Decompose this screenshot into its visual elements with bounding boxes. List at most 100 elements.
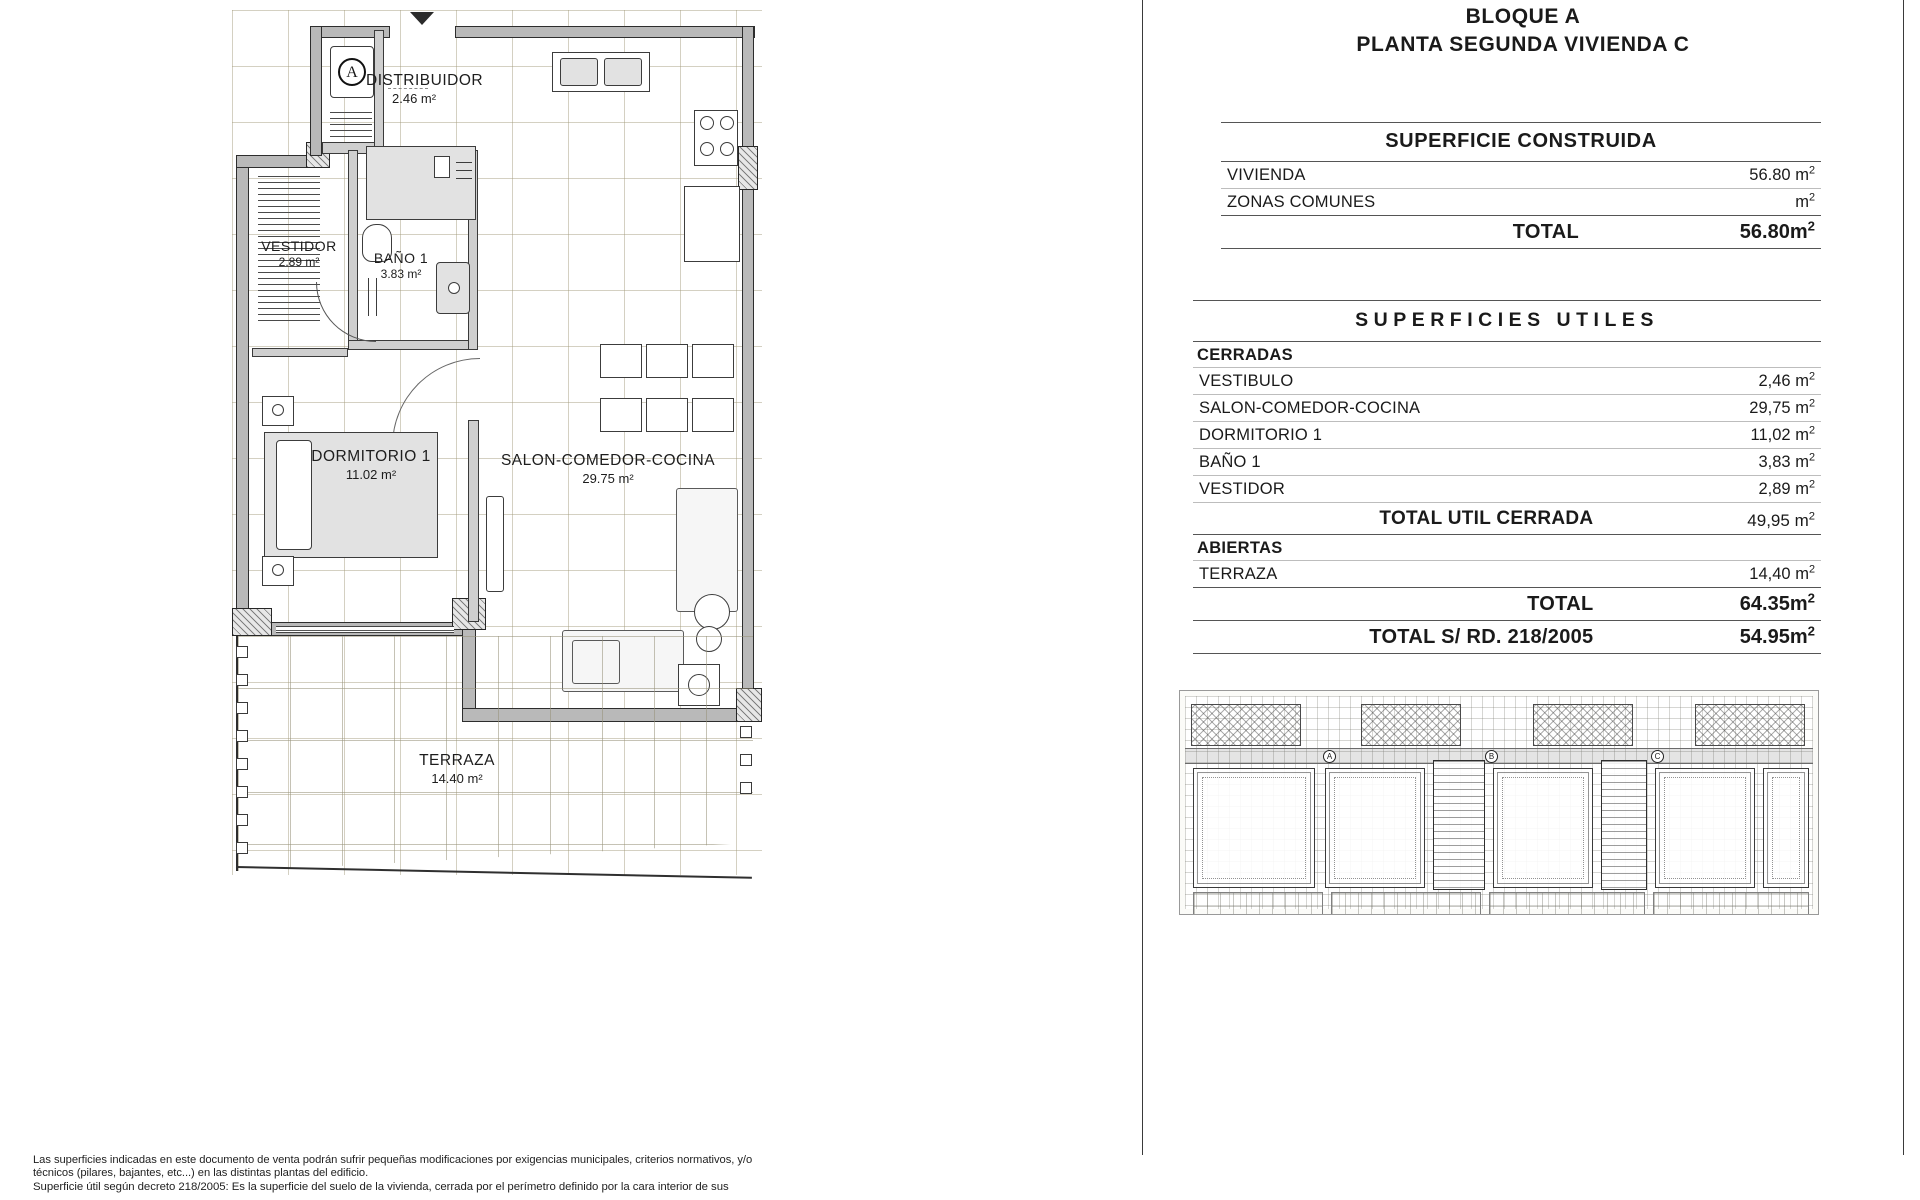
usable-total-label: TOTAL [1527, 593, 1594, 615]
key-plan-corridor-band [1185, 748, 1813, 764]
rail-tick-l3 [236, 702, 248, 714]
block-title: BLOQUE A [1465, 5, 1581, 28]
row-value-zonas-comunes: m2 [1593, 189, 1821, 216]
burner-3 [700, 142, 714, 156]
basin-drain [448, 282, 460, 294]
row-value-vestidor: 2,89 m2 [1607, 476, 1821, 503]
dining-chair-6 [692, 398, 734, 432]
unit-text: m [1795, 565, 1809, 583]
group-label-cerradas: CERRADAS [1197, 346, 1293, 364]
table-row-vivienda: VIVIENDA 56.80 m2 [1221, 162, 1821, 189]
table-row-bano-1: BAÑO 1 3,83 m2 [1193, 449, 1821, 476]
table-row-dormitorio-1: DORMITORIO 1 11,02 m2 [1193, 422, 1821, 449]
table-row-total: TOTAL 64.35m2 [1193, 588, 1821, 621]
table-row-zonas-comunes: ZONAS COMUNES m2 [1221, 189, 1821, 216]
dining-chair-1 [600, 344, 642, 378]
rail-tick-r1 [740, 726, 752, 738]
row-label-terraza: TERRAZA [1199, 565, 1278, 583]
key-plan-terrace-1 [1193, 892, 1323, 914]
usable-area-table: SUPERFICIES UTILES CERRADAS VESTIBULO 2,… [1193, 300, 1821, 654]
dining-chair-5 [646, 398, 688, 432]
usable-header-row: SUPERFICIES UTILES [1193, 300, 1821, 342]
dining-chair-4 [600, 398, 642, 432]
footer-disclaimer: Las superficies indicadas en este docume… [33, 1154, 1113, 1194]
table-row-total-util-cerrada: TOTAL UTIL CERRADA 49,95 m2 [1193, 503, 1821, 535]
wall-vestidor-bottom [252, 348, 348, 357]
value-text: 54.95 [1739, 626, 1790, 648]
key-plan-marker-b: B [1485, 750, 1498, 763]
unit-sup: 2 [1808, 397, 1815, 410]
value-text: 3,83 [1758, 453, 1791, 471]
row-value-vivienda: 56.80 m2 [1593, 162, 1821, 189]
row-value-salon: 29,75 m2 [1607, 395, 1821, 422]
key-plan-unit-3 [1493, 768, 1593, 888]
row-label-vestidor: VESTIDOR [1199, 480, 1285, 498]
unit-text: m [1789, 593, 1808, 615]
usable-area-title: SUPERFICIES UTILES [1193, 300, 1821, 342]
key-plan-unit-4 [1655, 768, 1755, 888]
table-row-total-rd: TOTAL S/ RD. 218/2005 54.95m2 [1193, 621, 1821, 654]
footer-line-1: Las superficies indicadas en este docume… [33, 1153, 753, 1166]
column-right [738, 146, 758, 190]
room-label-bano-1: BAÑO 1 3.83 m² [373, 250, 429, 281]
dining-chair-2 [646, 344, 688, 378]
wall-right-lower [742, 186, 754, 696]
wall-bedroom-salon [468, 420, 479, 622]
unit-sup: 2 [1808, 191, 1815, 204]
lamp-top-icon [272, 404, 284, 416]
group-row-cerradas: CERRADAS [1193, 342, 1821, 368]
built-total-value: 56.80m2 [1593, 216, 1821, 249]
unit-text: m [1795, 480, 1809, 498]
row-label-dormitorio-1: DORMITORIO 1 [1199, 426, 1323, 444]
row-value-terraza: 14,40 m2 [1607, 561, 1821, 588]
bath-detail-2 [376, 278, 377, 316]
unit-text: m [1795, 426, 1809, 444]
wall-top-right [455, 26, 755, 38]
terrace-floor [236, 636, 753, 871]
room-label-vestidor: VESTIDOR 2.89 m² [261, 238, 337, 269]
wall-right-upper [742, 26, 754, 156]
table-row-vestibulo: VESTIBULO 2,46 m2 [1193, 368, 1821, 395]
key-plan-marker-a: A [1323, 750, 1336, 763]
unit-sup: 2 [1808, 424, 1815, 437]
rail-tick-l6 [236, 786, 248, 798]
key-plan-stair-core-right [1601, 760, 1647, 890]
value-text: 49,95 [1747, 511, 1790, 530]
key-plan-roof-midright [1533, 704, 1633, 746]
room-label-salon: SALON-COMEDOR-COCINA 29.75 m² [500, 452, 716, 486]
rail-tick-l5 [236, 758, 248, 770]
value-text: 56.80 [1749, 166, 1791, 184]
title-block: BLOQUE A PLANTA SEGUNDA VIVIENDA C [1143, 0, 1903, 60]
rail-tick-l7 [236, 814, 248, 826]
leader-distribuidor [388, 88, 428, 89]
wall-entry-left [310, 26, 322, 156]
unit-sup: 2 [1808, 478, 1815, 491]
shower-rail-1 [456, 162, 472, 163]
column-bottom-left [232, 608, 272, 636]
floor-unit-title: PLANTA SEGUNDA VIVIENDA C [1356, 33, 1690, 56]
row-label-salon: SALON-COMEDOR-COCINA [1199, 399, 1421, 417]
sink-basin-left [560, 58, 598, 86]
built-total-label: TOTAL [1512, 221, 1579, 243]
north-arrow-icon [410, 12, 434, 25]
value-text: 2,89 [1758, 480, 1791, 498]
entry-marker-a: A [338, 58, 366, 86]
shower-valve [434, 156, 450, 178]
unit-sup: 2 [1808, 164, 1815, 177]
rail-tick-r3 [740, 782, 752, 794]
shower-tray [366, 146, 476, 220]
key-plan-unit-2 [1325, 768, 1425, 888]
unit-text: m [1794, 511, 1809, 530]
dining-chair-3 [692, 344, 734, 378]
total-rd-value: 54.95m2 [1607, 621, 1821, 654]
group-label-abiertas: ABIERTAS [1197, 539, 1283, 557]
footer-line-2: técnicos (pilares, bajantes, etc...) en … [33, 1167, 369, 1180]
built-header-row: SUPERFICIE CONSTRUIDA [1221, 122, 1821, 162]
total-cerrada-label: TOTAL UTIL CERRADA [1379, 508, 1594, 529]
panel-divider-right [1903, 0, 1904, 1155]
key-plan-thumbnail: A B C [1179, 690, 1819, 915]
key-plan-canvas: A B C [1185, 696, 1813, 914]
unit-text: m [1795, 193, 1809, 211]
built-area-title: SUPERFICIE CONSTRUIDA [1221, 122, 1821, 162]
unit-sup: 2 [1807, 218, 1815, 234]
